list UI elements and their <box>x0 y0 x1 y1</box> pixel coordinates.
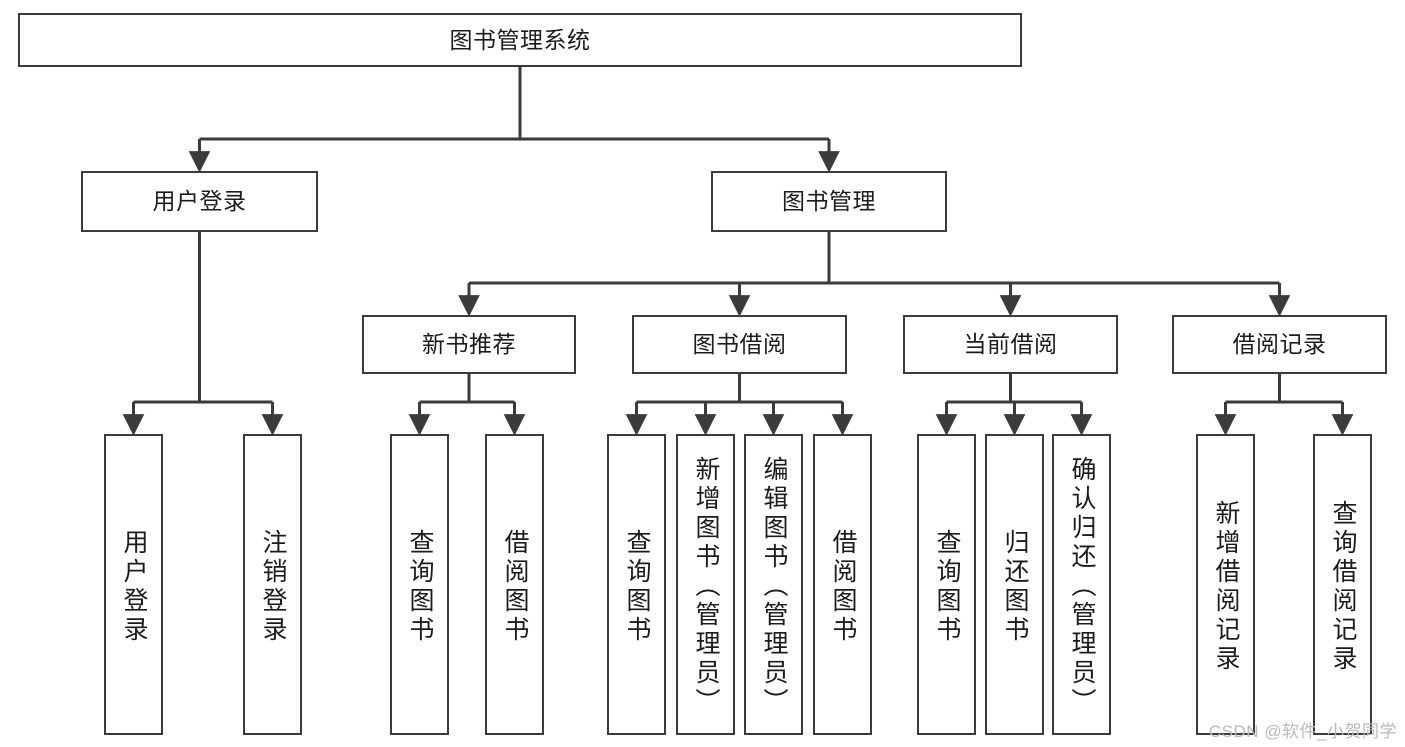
node-leaf-user-login[interactable]: 用户登录 <box>104 434 163 735</box>
node-leaf-borrow-book-rec[interactable]: 借阅图书 <box>485 434 544 735</box>
node-new-book-recommend-label: 新书推荐 <box>422 331 516 358</box>
node-leaf-query-book-borrow-label: 查询图书 <box>623 528 651 645</box>
node-leaf-edit-book-admin-label: 编辑图书（管理员） <box>760 456 788 717</box>
node-leaf-query-book-rec-label: 查询图书 <box>406 528 434 645</box>
node-leaf-add-book-admin-label: 新增图书（管理员） <box>692 456 720 717</box>
node-leaf-return-book[interactable]: 归还图书 <box>985 434 1044 735</box>
node-leaf-query-book-current[interactable]: 查询图书 <box>917 434 976 735</box>
node-root[interactable]: 图书管理系统 <box>18 13 1022 67</box>
node-leaf-query-book-borrow[interactable]: 查询图书 <box>607 434 666 735</box>
node-book-borrow-label: 图书借阅 <box>692 331 787 358</box>
node-leaf-confirm-return-admin[interactable]: 确认归还（管理员） <box>1052 434 1111 735</box>
node-current-borrow[interactable]: 当前借阅 <box>903 315 1118 374</box>
node-current-borrow-label: 当前借阅 <box>963 331 1058 358</box>
node-book-borrow[interactable]: 图书借阅 <box>632 315 847 374</box>
node-leaf-add-book-admin[interactable]: 新增图书（管理员） <box>676 434 735 735</box>
node-leaf-edit-book-admin[interactable]: 编辑图书（管理员） <box>744 434 803 735</box>
node-leaf-borrow-book-rec-label: 借阅图书 <box>501 528 529 645</box>
node-leaf-query-book-current-label: 查询图书 <box>933 528 961 645</box>
node-leaf-borrow-book-label: 借阅图书 <box>829 528 857 645</box>
node-leaf-user-login-label: 用户登录 <box>120 528 148 645</box>
node-borrow-record-label: 借阅记录 <box>1232 331 1327 358</box>
node-root-label: 图书管理系统 <box>449 26 591 53</box>
node-leaf-return-book-label: 归还图书 <box>1001 528 1029 645</box>
node-leaf-logout[interactable]: 注销登录 <box>243 434 302 735</box>
node-borrow-record[interactable]: 借阅记录 <box>1172 315 1387 374</box>
node-leaf-logout-label: 注销登录 <box>259 528 287 645</box>
node-leaf-confirm-return-admin-label: 确认归还（管理员） <box>1068 456 1096 717</box>
node-leaf-add-borrow-record[interactable]: 新增借阅记录 <box>1196 434 1255 735</box>
node-user-login[interactable]: 用户登录 <box>81 171 318 232</box>
node-leaf-borrow-book[interactable]: 借阅图书 <box>813 434 872 735</box>
node-new-book-recommend[interactable]: 新书推荐 <box>362 315 576 374</box>
node-leaf-query-borrow-record-label: 查询借阅记录 <box>1329 499 1357 674</box>
node-leaf-query-book-rec[interactable]: 查询图书 <box>390 434 449 735</box>
node-user-login-label: 用户登录 <box>152 188 247 215</box>
node-leaf-query-borrow-record[interactable]: 查询借阅记录 <box>1313 434 1372 735</box>
node-leaf-add-borrow-record-label: 新增借阅记录 <box>1212 499 1240 674</box>
node-book-management[interactable]: 图书管理 <box>711 171 947 232</box>
node-book-management-label: 图书管理 <box>782 188 876 215</box>
